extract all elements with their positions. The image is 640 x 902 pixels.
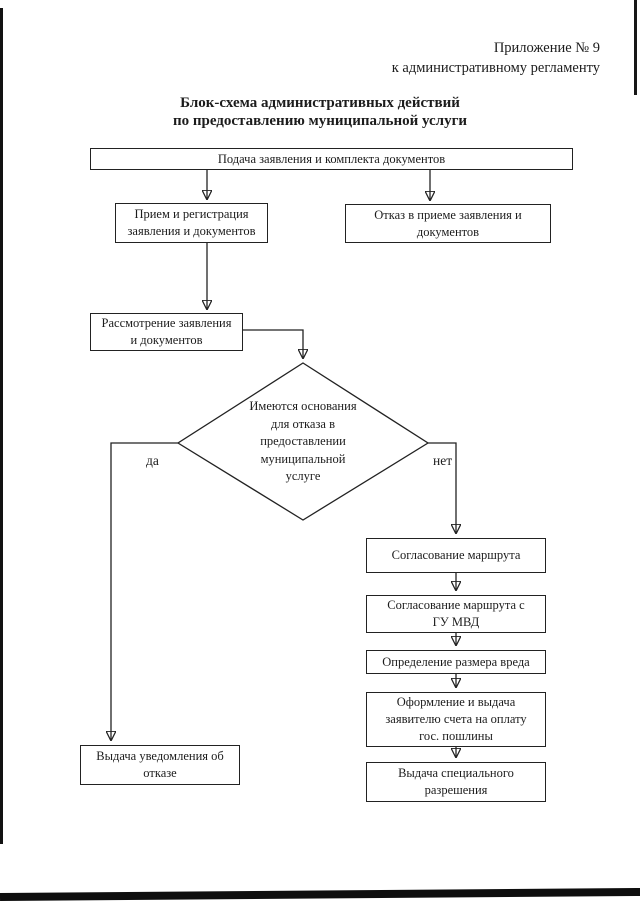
flow-decision-grounds: Имеются основания для отказа в предостав… — [249, 399, 357, 483]
flow-node-review: Рассмотрение заявления и документов — [90, 313, 243, 351]
edge-decision-yes — [111, 442, 178, 740]
flow-node-reception: Прием и регистрация заявления и документ… — [115, 203, 268, 243]
flow-node-invoice: Оформление и выдача заявителю счета на о… — [366, 692, 546, 747]
flow-node-damage-assessment: Определение размера вреда — [366, 650, 546, 674]
flow-node-route-approval-mvd: Согласование маршрута с ГУ МВД — [366, 595, 546, 633]
flow-node-route-approval: Согласование маршрута — [366, 538, 546, 573]
edge-decision-no — [428, 442, 456, 533]
appendix-header: Приложение № 9 к административному регла… — [391, 40, 600, 76]
flow-label-no: нет — [433, 453, 453, 468]
flow-node-refusal-notice: Выдача уведомления об отказе — [80, 745, 240, 785]
flow-node-refusal-acceptance: Отказ в приеме заявления и документов — [345, 204, 551, 243]
flow-label-yes: да — [146, 453, 159, 468]
decision-diamond-shape — [176, 362, 430, 521]
edge-review-decision — [243, 329, 303, 358]
flow-node-submission: Подача заявления и комплекта документов — [90, 148, 573, 170]
scan-edge-right-artifact — [634, 0, 637, 95]
scan-edge-left-artifact — [0, 8, 3, 844]
flow-node-special-permit: Выдача специального разрешения — [366, 762, 546, 802]
page-title: Блок-схема административных действий по … — [172, 95, 468, 129]
